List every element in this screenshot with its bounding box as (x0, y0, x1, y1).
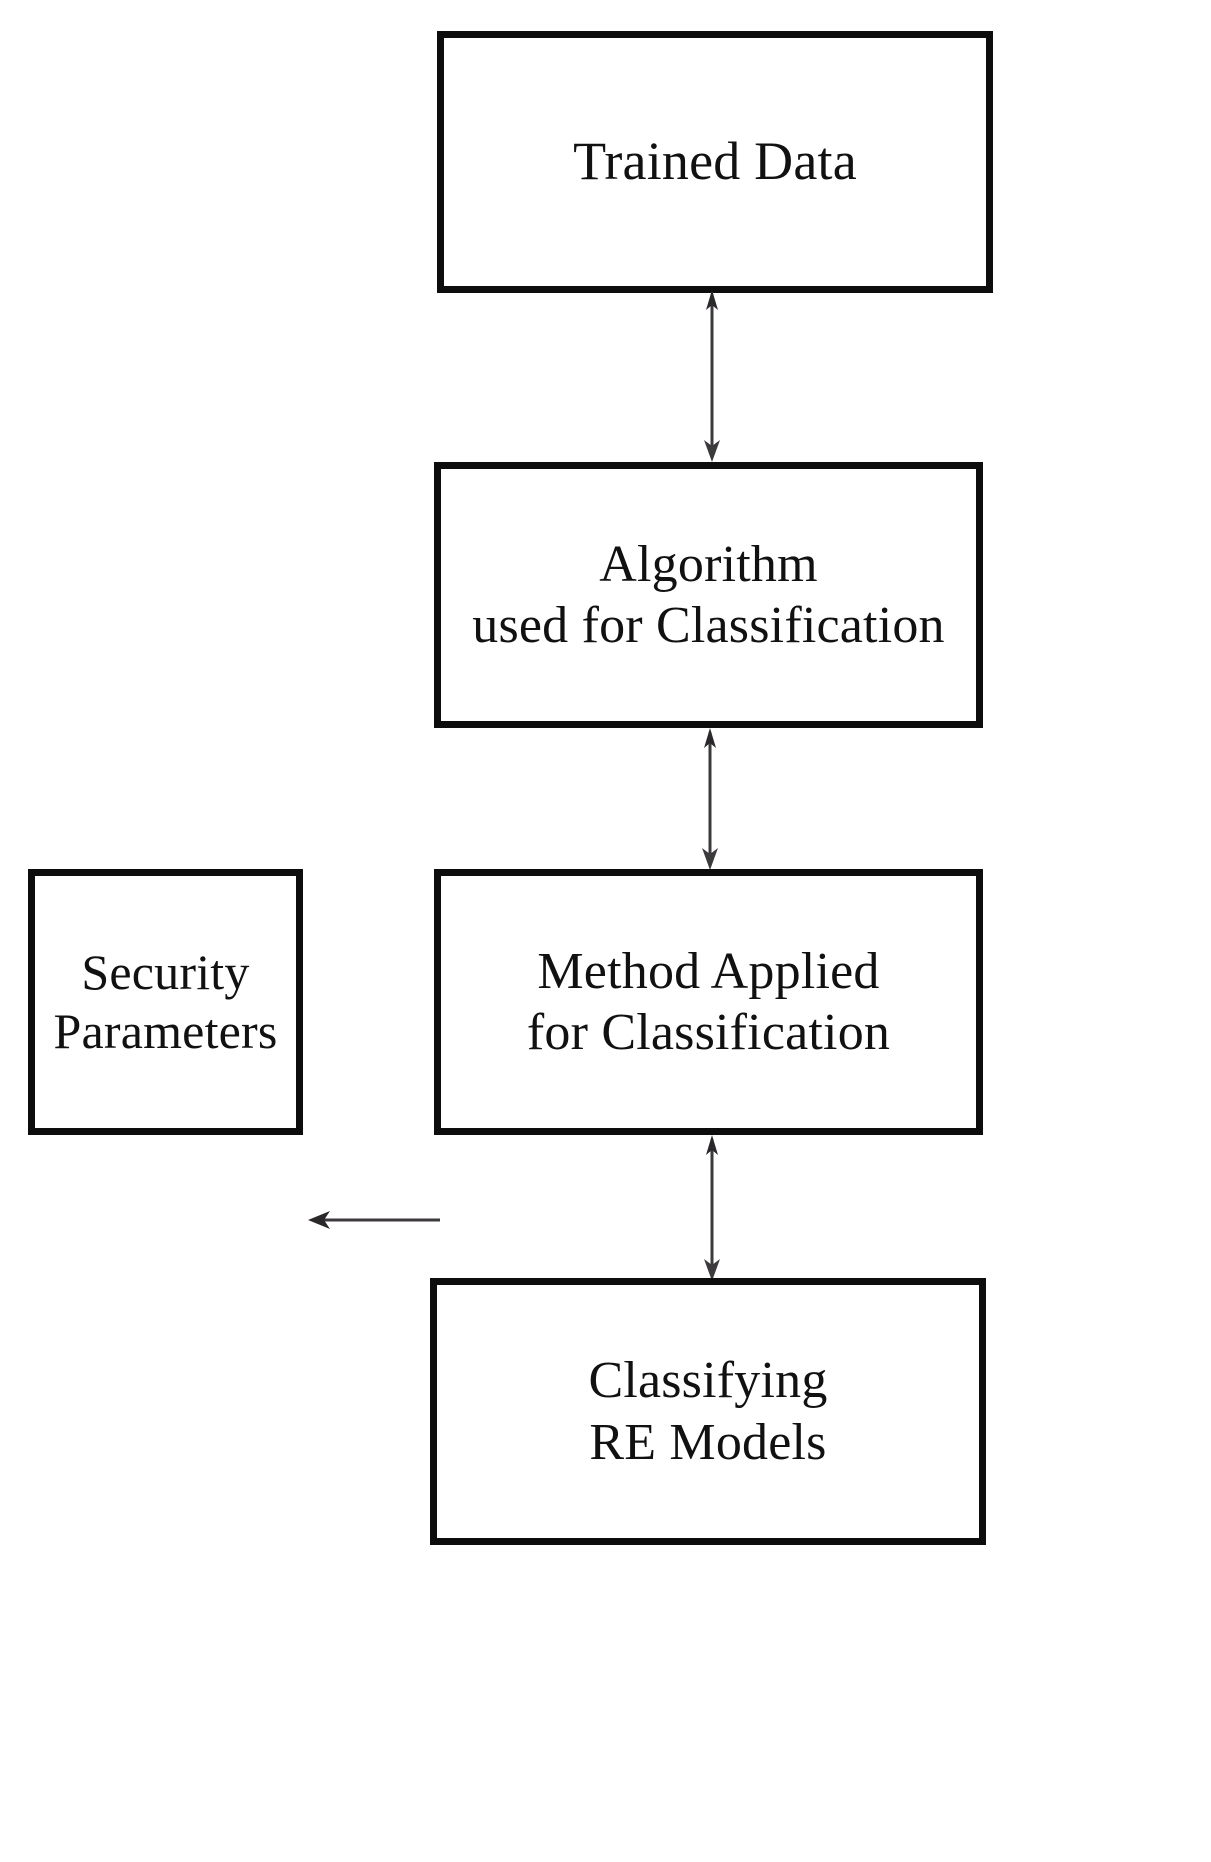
node-trained-data[interactable]: Trained Data (437, 31, 993, 293)
node-algorithm[interactable]: Algorithm used for Classification (434, 462, 983, 728)
node-security-parameters[interactable]: Security Parameters (28, 869, 303, 1135)
node-method-line-2: for Classification (526, 1004, 891, 1061)
node-classifying-line-2: RE Models (589, 1413, 827, 1471)
node-security-line-2: Parameters (53, 1003, 278, 1059)
edge-trained-to-algorithm (692, 288, 732, 466)
node-classifying-line-1: Classifying (588, 1352, 828, 1410)
edge-algorithm-to-method (690, 726, 730, 874)
node-method-applied[interactable]: Method Applied for Classification (434, 869, 983, 1135)
node-security-line-1: Security (81, 944, 250, 1000)
node-trained-data-line-1: Trained Data (573, 131, 857, 192)
node-algorithm-line-2: used for Classification (472, 597, 945, 654)
node-classifying-re-models[interactable]: Classifying RE Models (430, 1278, 986, 1545)
edge-method-to-classifying (692, 1133, 732, 1285)
edge-security-to-method (300, 1198, 446, 1242)
node-algorithm-line-1: Algorithm (599, 535, 818, 593)
node-method-line-1: Method Applied (537, 942, 880, 1000)
